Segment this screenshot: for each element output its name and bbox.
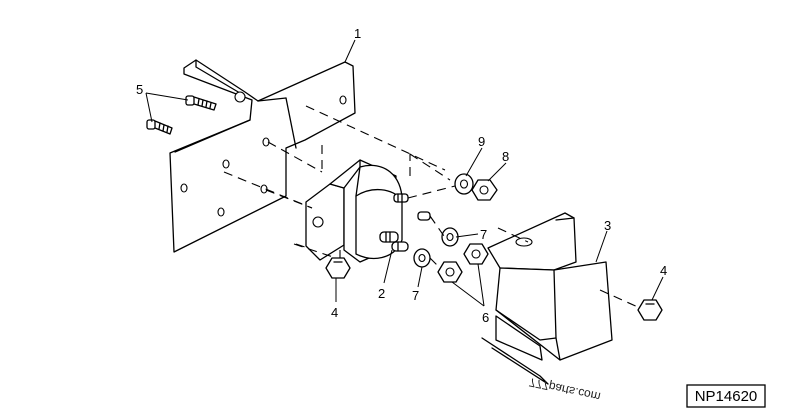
callout-9: 9 <box>478 134 485 149</box>
bolt-upper <box>185 95 217 111</box>
solenoid <box>305 159 431 263</box>
figure-code: NP14620 <box>695 388 758 405</box>
nut-4-right <box>637 299 663 321</box>
leader-lines <box>145 39 664 307</box>
cover <box>481 212 613 385</box>
washer-7-upper <box>441 227 459 247</box>
figure-code-label: NP14620 <box>686 384 766 408</box>
callout-4-right: 4 <box>660 263 667 278</box>
bolt-lower <box>146 119 173 135</box>
callout-2: 2 <box>378 286 385 301</box>
nut-8 <box>471 179 498 201</box>
washer-9 <box>454 173 474 195</box>
bolts <box>146 95 217 135</box>
callout-6: 6 <box>482 310 489 325</box>
callout-3: 3 <box>604 218 611 233</box>
terminal-posts <box>379 193 431 252</box>
mounting-bracket <box>169 59 356 253</box>
nut-6-upper <box>463 243 489 265</box>
alignment-lines <box>223 105 641 309</box>
callout-7-bottom: 7 <box>412 288 419 303</box>
callout-4-left: 4 <box>331 305 338 320</box>
nut-4-left <box>325 257 351 279</box>
nut-6-lower <box>437 261 463 283</box>
callouts: 1 5 9 8 7 3 4 2 7 4 6 <box>136 26 667 325</box>
washer-7-lower <box>413 248 431 268</box>
callout-5: 5 <box>136 82 143 97</box>
callout-7-top: 7 <box>480 227 487 242</box>
callout-1: 1 <box>354 26 361 41</box>
callout-8: 8 <box>502 149 509 164</box>
watermark: 777parts.com <box>528 375 602 404</box>
